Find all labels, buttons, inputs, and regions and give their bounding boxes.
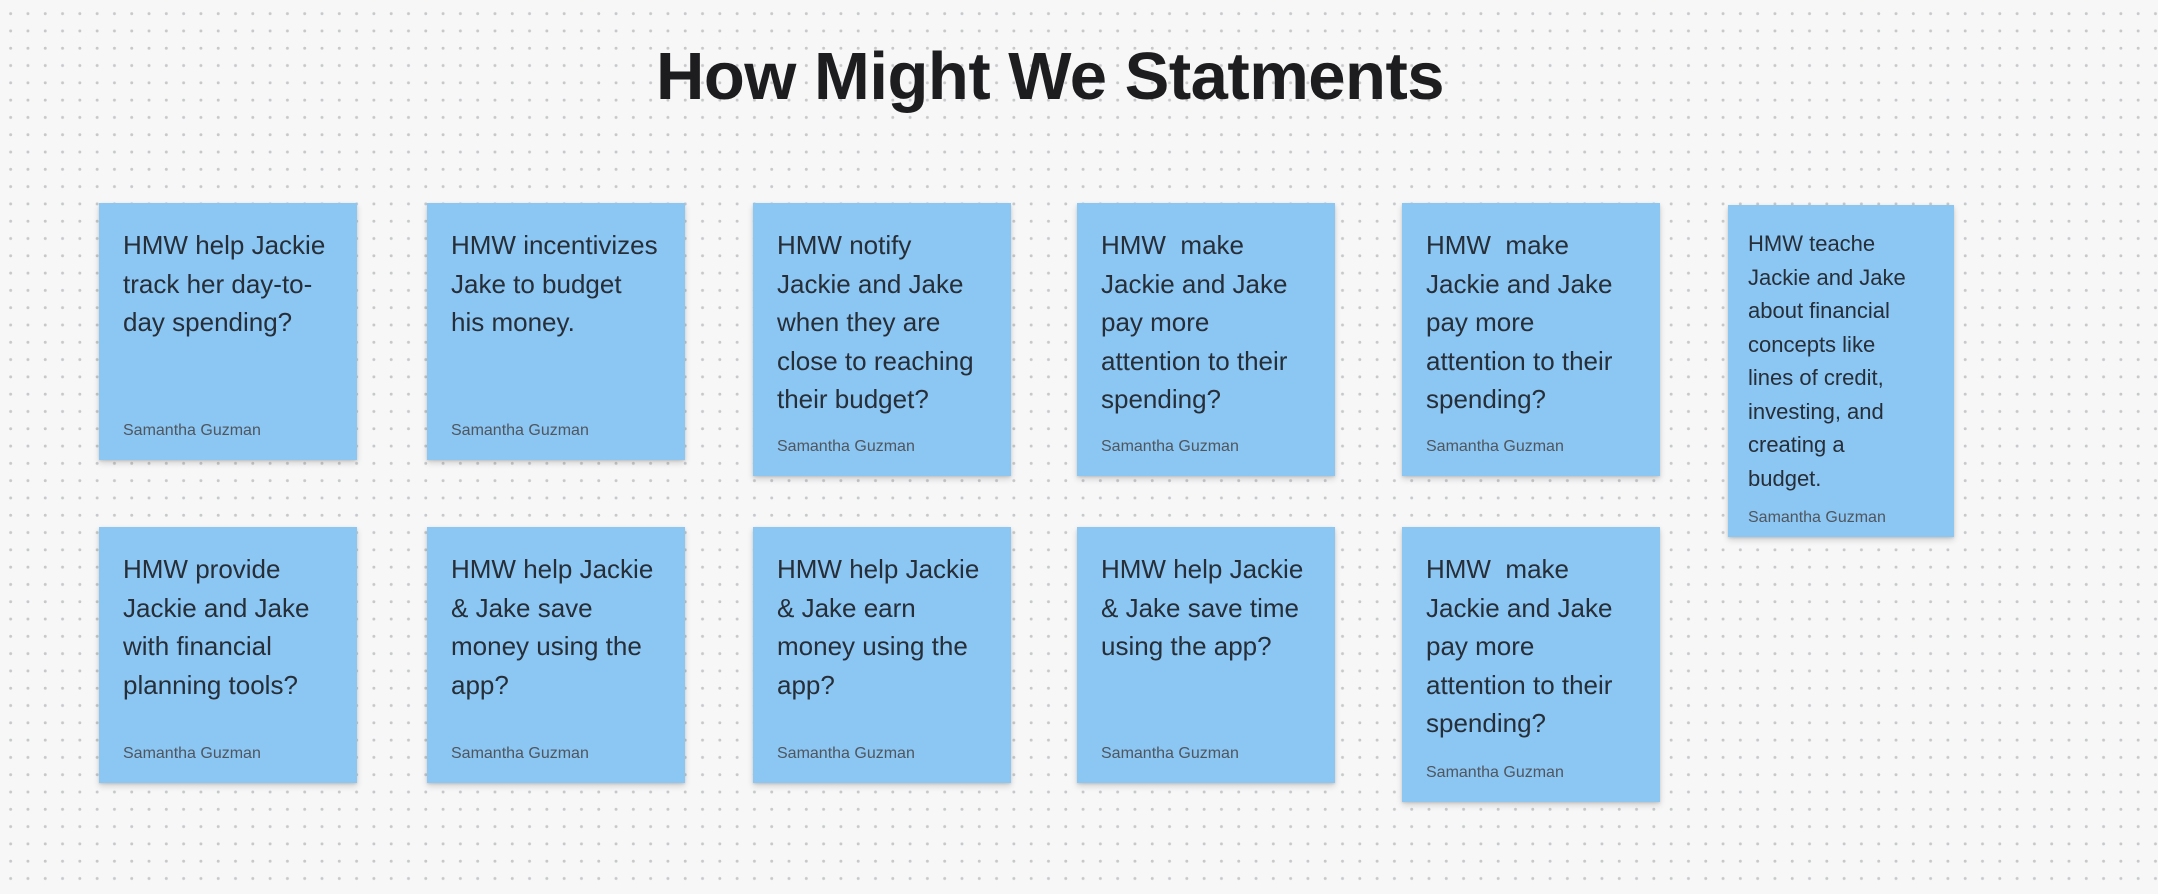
sticky-note-author: Samantha Guzman [1426, 764, 1564, 781]
sticky-note[interactable]: HMW help Jackie & Jake save time using t… [1077, 527, 1335, 783]
sticky-note[interactable]: HMW teache Jackie and Jake about financi… [1728, 205, 1954, 537]
sticky-note-author: Samantha Guzman [777, 438, 915, 455]
sticky-note-author: Samantha Guzman [123, 745, 261, 762]
sticky-note[interactable]: HMW make Jackie and Jake pay more attent… [1402, 527, 1660, 802]
sticky-note[interactable]: HMW make Jackie and Jake pay more attent… [1402, 203, 1660, 476]
sticky-note-author: Samantha Guzman [1748, 509, 1886, 526]
sticky-note-text: HMW incentivizes Jake to budget his mone… [451, 230, 658, 337]
sticky-note-author: Samantha Guzman [451, 422, 589, 439]
sticky-note-author: Samantha Guzman [123, 422, 261, 439]
sticky-note-text: HMW help Jackie track her day-to- day sp… [123, 230, 326, 337]
sticky-note-text: HMW help Jackie & Jake save money using … [451, 554, 654, 700]
sticky-note-text: HMW make Jackie and Jake pay more attent… [1101, 230, 1288, 414]
board-title[interactable]: How Might We Statments [656, 39, 1445, 114]
sticky-note[interactable]: HMW help Jackie & Jake save money using … [427, 527, 685, 783]
sticky-note[interactable]: HMW make Jackie and Jake pay more attent… [1077, 203, 1335, 476]
sticky-note-text: HMW teache Jackie and Jake about financi… [1748, 231, 1906, 491]
sticky-note-text: HMW make Jackie and Jake pay more attent… [1426, 230, 1613, 414]
sticky-note-text: HMW notify Jackie and Jake when they are… [777, 230, 974, 414]
sticky-note[interactable]: HMW help Jackie track her day-to- day sp… [99, 203, 357, 460]
sticky-note-text: HMW help Jackie & Jake save time using t… [1101, 554, 1304, 661]
sticky-note[interactable]: HMW help Jackie & Jake earn money using … [753, 527, 1011, 783]
sticky-note[interactable]: HMW incentivizes Jake to budget his mone… [427, 203, 685, 460]
sticky-note-text: HMW help Jackie & Jake earn money using … [777, 554, 980, 700]
sticky-note-author: Samantha Guzman [1101, 745, 1239, 762]
sticky-note[interactable]: HMW notify Jackie and Jake when they are… [753, 203, 1011, 476]
sticky-note-author: Samantha Guzman [1101, 438, 1239, 455]
sticky-note-author: Samantha Guzman [1426, 438, 1564, 455]
sticky-note-text: HMW provide Jackie and Jake with financi… [123, 554, 310, 700]
sticky-note[interactable]: HMW provide Jackie and Jake with financi… [99, 527, 357, 783]
sticky-note-author: Samantha Guzman [777, 745, 915, 762]
sticky-note-text: HMW make Jackie and Jake pay more attent… [1426, 554, 1613, 738]
sticky-note-author: Samantha Guzman [451, 745, 589, 762]
